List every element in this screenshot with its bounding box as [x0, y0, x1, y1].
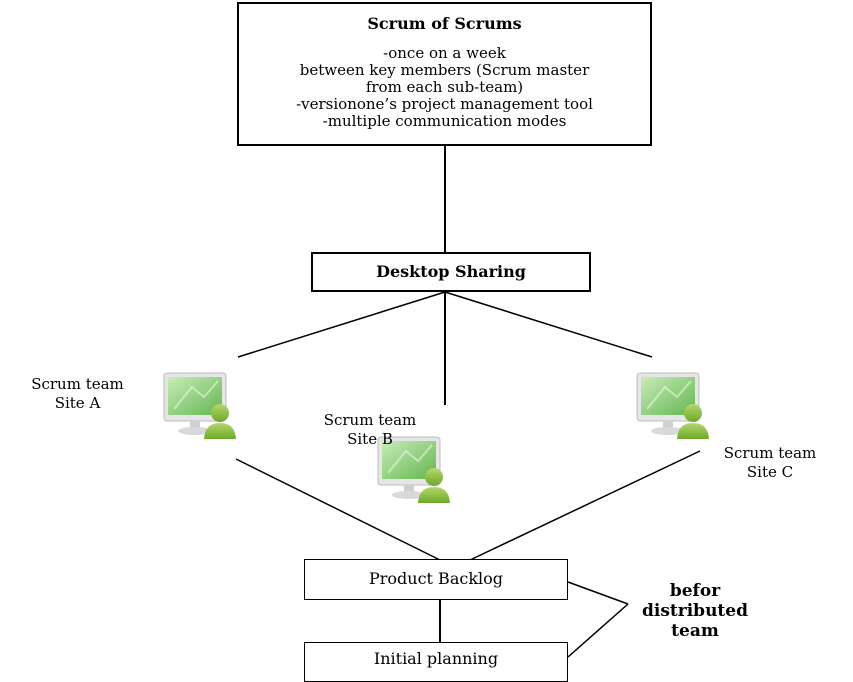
note-line-to-planning	[567, 603, 629, 658]
note-line3: team	[671, 621, 719, 641]
line-desktop-to-site-a	[237, 291, 446, 358]
box-line: -once on a week	[383, 44, 506, 62]
before-distributed-team-note: befor distributed team	[620, 581, 770, 641]
line-site-a-to-backlog	[235, 458, 441, 561]
site-a-line2: Site A	[54, 394, 101, 412]
scrum-of-scrums-title: Scrum of Scrums	[367, 14, 522, 33]
site-c-line2: Site C	[746, 463, 794, 481]
note-line1: befor	[669, 581, 721, 601]
box-line: -versionone’s project management tool	[296, 95, 593, 113]
note-line-to-backlog	[567, 581, 629, 605]
computer-user-icon	[636, 372, 710, 440]
line-site-c-to-backlog	[469, 450, 701, 561]
site-a-line1: Scrum team	[31, 375, 124, 393]
note-line2: distributed	[642, 601, 748, 621]
box-line: -multiple communication modes	[322, 112, 567, 130]
box-line: between key members (Scrum master	[299, 61, 590, 79]
site-b-line1: Scrum team	[323, 411, 417, 429]
site-b-line2: Site B	[347, 430, 393, 448]
product-backlog-label: Product Backlog	[368, 569, 503, 588]
site-c-label: Scrum team Site C	[700, 444, 840, 482]
box-line: from each sub-team)	[365, 78, 524, 96]
site-b-label: Scrum team Site B	[300, 411, 440, 449]
initial-planning-label: Initial planning	[373, 649, 499, 668]
scrum-of-scrums-box: Scrum of Scrums -once on a week between …	[237, 2, 652, 146]
desktop-sharing-title: Desktop Sharing	[376, 262, 526, 281]
line-desktop-to-site-c	[444, 291, 653, 358]
site-a-label: Scrum team Site A	[5, 375, 150, 413]
computer-user-icon	[163, 372, 237, 440]
initial-planning-box: Initial planning	[304, 642, 568, 682]
product-backlog-box: Product Backlog	[304, 559, 568, 600]
desktop-sharing-box: Desktop Sharing	[311, 252, 591, 292]
site-c-line1: Scrum team	[723, 444, 817, 462]
